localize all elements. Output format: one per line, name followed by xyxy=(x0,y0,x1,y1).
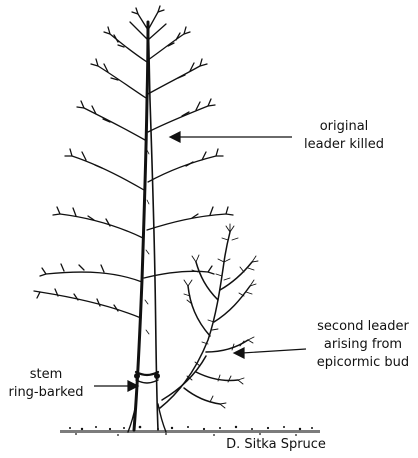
stem-label-line-2: ring-barked xyxy=(0,384,92,402)
original-leader-label-line-1: original xyxy=(296,118,392,136)
second-leader xyxy=(160,232,252,408)
arrow-second-leader xyxy=(242,349,306,353)
stem-label: stem ring-barked xyxy=(0,366,92,402)
second-leader-label: second leader arising from epicormic bud xyxy=(308,318,418,372)
second-leader-label-line-2: arising from xyxy=(308,336,418,354)
original-leader-label-line-2: leader killed xyxy=(296,136,392,154)
figure-caption: D. Sitka Spruce xyxy=(196,436,356,454)
main-stem xyxy=(128,22,166,432)
dead-branches xyxy=(34,6,233,318)
original-leader-label: original leader killed xyxy=(296,118,392,154)
ground-line xyxy=(60,426,320,436)
annotation-arrows xyxy=(94,132,306,391)
second-leader-label-line-3: epicormic bud xyxy=(308,354,418,372)
stem-label-line-1: stem xyxy=(0,366,92,384)
second-leader-label-line-1: second leader xyxy=(308,318,418,336)
